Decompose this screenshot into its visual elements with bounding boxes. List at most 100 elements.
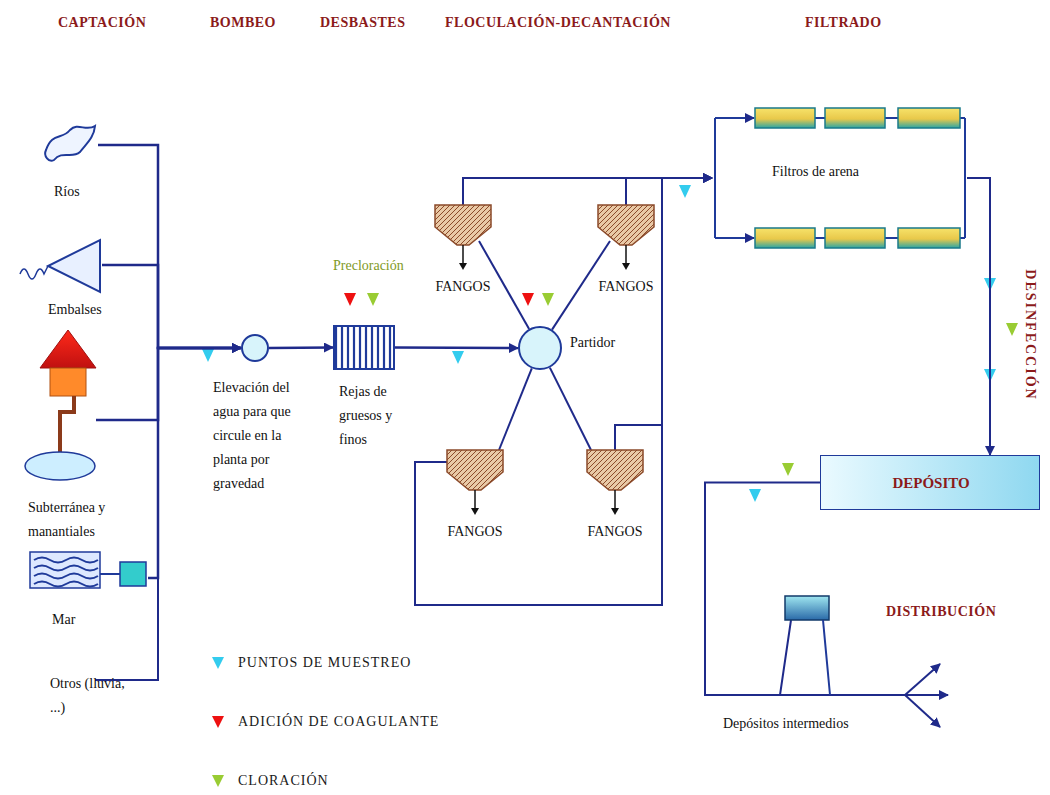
drawing-part [823, 620, 830, 695]
legend-swatch-shape [212, 657, 224, 669]
legend-swatch [210, 773, 226, 789]
drawing-part [60, 396, 74, 454]
drawing-part [587, 450, 643, 490]
legend-label: CLORACIÓN [238, 772, 329, 790]
note-label: Otros (lluvia, ...) [50, 672, 125, 720]
distribution-line [780, 694, 905, 696]
flow-connector [269, 346, 333, 349]
node-label: FANGOS [413, 275, 513, 299]
node-label: Elevación del agua para que circule en l… [213, 376, 305, 496]
flow-connector [463, 178, 712, 205]
drawing-part [519, 327, 561, 369]
node-label: Depósitos intermedios [723, 712, 903, 736]
flow-connector [102, 265, 241, 348]
node-label: FANGOS [425, 520, 525, 544]
flow-connector [415, 178, 712, 605]
flow-connector [967, 178, 990, 455]
splitter-circle: Partidor [518, 326, 562, 370]
drawing-part [714, 118, 716, 238]
drawing-part [34, 582, 98, 587]
source-icon: Subterránea y manantiales [24, 328, 96, 482]
settler-tank: FANGOS [598, 205, 654, 245]
flow-connector [395, 346, 518, 349]
point-marker [522, 293, 534, 306]
shape-outline [333, 325, 395, 370]
source-icon: Embalses [18, 238, 102, 294]
shape-outline [42, 122, 98, 162]
source-icon: Mar [30, 548, 148, 592]
distribution-arrow [905, 694, 948, 696]
drawing-part [825, 228, 885, 248]
flow-connector [98, 145, 241, 348]
drawing-part [120, 562, 146, 586]
drawing-part [34, 558, 98, 563]
shape-outline [587, 450, 643, 490]
drawing-part [50, 368, 86, 396]
point-marker [679, 185, 691, 198]
stage-heading: FILTRADO [805, 14, 882, 32]
legend-swatch-shape [212, 775, 224, 787]
legend-label: PUNTOS DE MUESTREO [238, 654, 411, 672]
drawing-part [471, 508, 479, 515]
node-label: Embalses [48, 298, 128, 322]
node-label: Subterránea y manantiales [28, 496, 128, 544]
flow-connector [499, 368, 532, 450]
node-label: DEPÓSITO [821, 471, 1041, 495]
source-icon: Ríos [42, 122, 98, 162]
drawing-part [785, 596, 829, 620]
drawing-part [459, 263, 467, 270]
point-marker [749, 489, 761, 502]
flow-connector [626, 178, 712, 205]
note-label: Precloración [333, 254, 404, 278]
node-label: FANGOS [565, 520, 665, 544]
drawing-part [898, 228, 960, 248]
drawing-part [242, 335, 268, 361]
drawing-part [622, 263, 630, 270]
point-marker [542, 293, 554, 306]
drawing-part [755, 228, 815, 248]
stage-heading: DESBASTES [320, 14, 405, 32]
screen-box: Rejas de gruesos y finos [333, 325, 395, 370]
drawing-part [45, 126, 95, 161]
legend-swatch-shape [212, 716, 224, 728]
drawing-part [34, 566, 98, 571]
filter-group: Filtros de arena [712, 105, 967, 250]
point-marker [1006, 323, 1018, 336]
drawing-part [100, 573, 120, 575]
legend-swatch [210, 714, 226, 730]
shape-outline [241, 334, 269, 362]
tank-box: Depósitos intermedios [785, 596, 829, 620]
drawing-part [614, 490, 616, 510]
drawing-part [898, 108, 960, 128]
drawing-part [964, 118, 966, 238]
drawing-part [462, 245, 464, 265]
shape-outline [18, 238, 102, 294]
shape-outline [447, 450, 503, 490]
shape-outline [518, 326, 562, 370]
drawing-part [625, 245, 627, 265]
drawing-part [40, 330, 96, 368]
drawing-part [30, 552, 100, 588]
shape-outline [598, 205, 654, 245]
point-marker [452, 351, 464, 364]
drawing-part [435, 205, 491, 245]
stage-heading: CAPTACIÓN [58, 14, 146, 32]
pump-circle: Elevación del agua para que circule en l… [241, 334, 269, 362]
drawing-part [715, 237, 754, 239]
point-marker [367, 293, 379, 306]
shape-outline [435, 205, 491, 245]
drawing-part [825, 108, 885, 128]
shape-outline [30, 548, 148, 592]
tank-box: DEPÓSITO [820, 455, 1040, 510]
drawing-part [334, 326, 394, 369]
drawing-part [715, 117, 754, 119]
settler-tank: FANGOS [447, 450, 503, 490]
stage-heading: DESINFECCIÓN [1021, 245, 1039, 425]
legend-label: ADICIÓN DE COAGULANTE [238, 713, 439, 731]
drawing-part [447, 450, 503, 490]
stage-heading: DISTRIBUCIÓN [886, 603, 996, 621]
drawing-part [25, 452, 95, 480]
node-label: Ríos [54, 180, 114, 204]
node-label: FANGOS [576, 275, 676, 299]
